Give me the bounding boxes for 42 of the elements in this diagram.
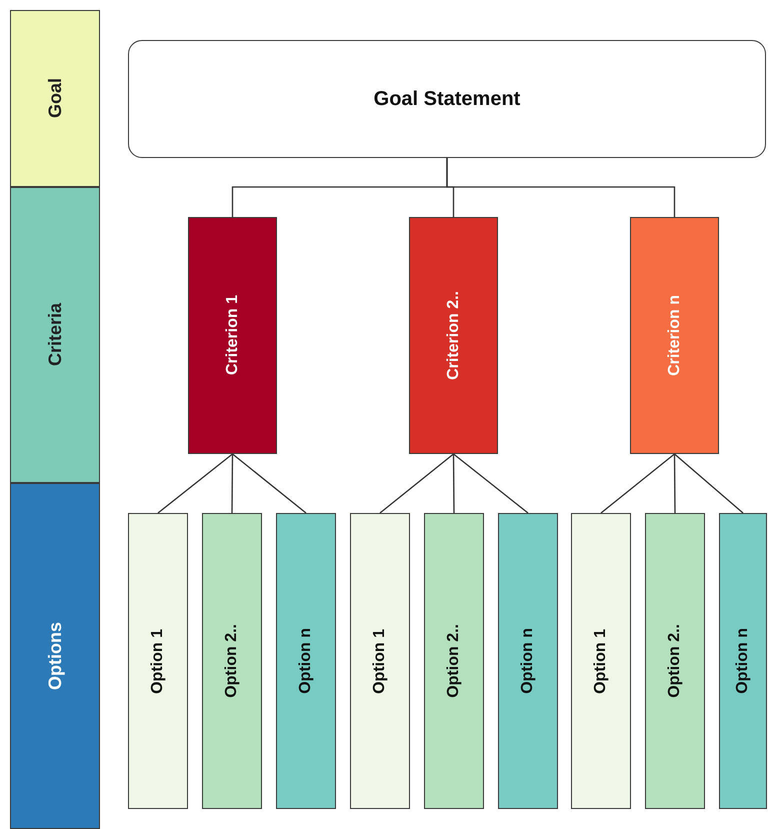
- connector-line: [452, 454, 455, 513]
- connector-line: [674, 454, 676, 513]
- connector-line: [231, 454, 234, 513]
- connector-line: [600, 454, 675, 514]
- option-box: [498, 513, 558, 809]
- connector-line: [380, 454, 454, 514]
- option-box: [350, 513, 410, 809]
- option-label: Option n: [519, 628, 537, 694]
- row-band: [10, 10, 100, 187]
- goal-label: Goal Statement: [374, 88, 520, 110]
- criterion-box: [188, 217, 277, 454]
- goal-box: [128, 40, 766, 158]
- option-box: [128, 513, 188, 809]
- option-label: Option n: [734, 628, 752, 694]
- connector-line: [453, 453, 528, 514]
- connector-line: [158, 453, 233, 514]
- option-box: [645, 513, 705, 809]
- row-band: [10, 187, 100, 483]
- option-box: [719, 513, 767, 809]
- criterion-label: Criterion 1: [224, 295, 242, 376]
- row-band: [10, 483, 100, 829]
- connector-line: [674, 454, 744, 514]
- option-label: Option 1: [592, 628, 610, 694]
- option-box: [424, 513, 484, 809]
- option-label: Option 1: [371, 628, 389, 694]
- criterion-box: [630, 217, 719, 454]
- criterion-label: Criterion n: [666, 295, 684, 376]
- option-label: Option 2..: [223, 624, 241, 698]
- option-label: Option 2..: [666, 624, 684, 698]
- criterion-label: Criterion 2..: [444, 291, 462, 380]
- option-label: Option 1: [149, 628, 167, 694]
- connector-line: [446, 158, 676, 217]
- band-label: Criteria: [44, 303, 66, 367]
- option-box: [202, 513, 262, 809]
- option-box: [276, 513, 336, 809]
- band-label: Goal: [44, 78, 66, 118]
- option-box: [571, 513, 631, 809]
- connector-line: [232, 454, 306, 514]
- criterion-box: [409, 217, 498, 454]
- band-label: Options: [44, 622, 66, 690]
- option-label: Option n: [297, 628, 315, 694]
- option-label: Option 2..: [445, 624, 463, 698]
